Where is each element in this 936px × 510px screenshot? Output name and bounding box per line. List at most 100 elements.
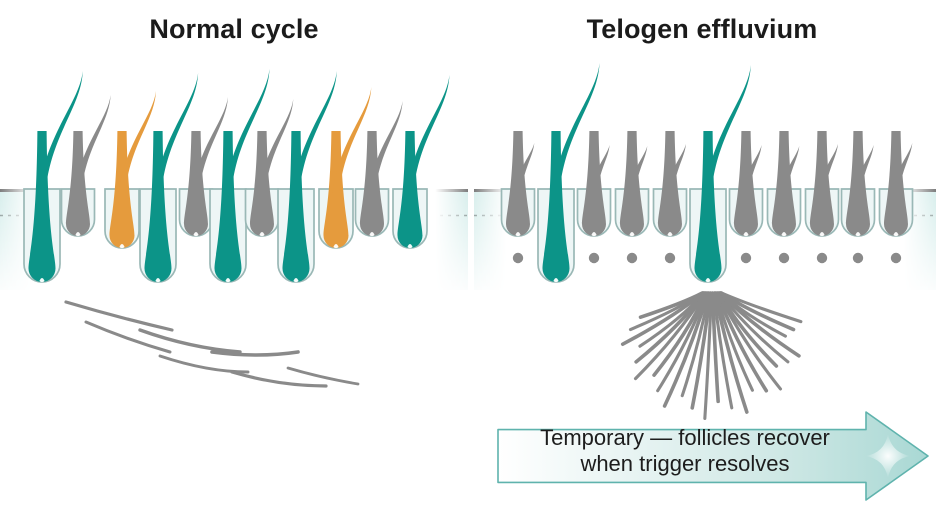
- shed-hair: [713, 291, 749, 414]
- dermal-papilla-notch: [629, 232, 635, 237]
- follicle: [689, 65, 751, 283]
- detached-dermal-papilla: [890, 252, 902, 264]
- hair-shaft: [628, 146, 648, 193]
- follicle: [60, 95, 111, 237]
- hair-root: [542, 131, 570, 282]
- dermal-papilla-notch: [407, 244, 413, 249]
- dermal-papilla-notch: [893, 232, 899, 237]
- shed-hair: [620, 291, 705, 346]
- hair-shaft: [224, 69, 270, 193]
- detached-dermal-papilla: [852, 252, 864, 264]
- follicle: [104, 91, 156, 249]
- dermal-papilla-notch: [259, 232, 265, 237]
- shed-hair: [716, 291, 779, 368]
- hair-shaft: [514, 143, 535, 193]
- dermal-papilla-notch: [553, 278, 559, 283]
- shed-hair: [714, 291, 754, 392]
- dermal-papilla-notch: [225, 278, 231, 283]
- follicle: [318, 87, 372, 249]
- follicle: [23, 71, 83, 283]
- hair-root: [282, 131, 310, 282]
- hair-shaft: [780, 146, 800, 193]
- dermal-papilla-notch: [119, 244, 125, 249]
- hair-root: [144, 131, 172, 282]
- dermal-papilla-notch: [369, 232, 375, 237]
- hair-shaft: [666, 144, 686, 193]
- shed-hair: [662, 291, 710, 408]
- shed-hair: [720, 291, 803, 324]
- shed-hair: [680, 291, 711, 398]
- hair-shaft: [892, 143, 913, 193]
- panel-title-normal-cycle: Normal cycle: [149, 14, 319, 44]
- follicle: [392, 75, 450, 249]
- dermal-papilla-notch: [515, 232, 521, 237]
- follicle: [804, 131, 840, 264]
- follicle: [766, 131, 802, 264]
- detached-dermal-papilla: [740, 252, 752, 264]
- hair-shaft: [332, 87, 372, 193]
- dermal-papilla-notch: [591, 232, 597, 237]
- follicle: [728, 131, 764, 264]
- follicle: [277, 71, 337, 283]
- detached-dermal-papilla: [664, 252, 676, 264]
- detached-dermal-papilla: [816, 252, 828, 264]
- follicle: [537, 63, 600, 283]
- hair-shaft: [552, 63, 600, 193]
- follicle: [878, 131, 914, 264]
- shed-hair: [210, 350, 300, 357]
- sparkle-icon: [866, 434, 910, 478]
- shed-hair: [286, 366, 360, 386]
- shed-hair: [230, 370, 328, 388]
- recovery-banner-arrow: [497, 411, 929, 501]
- follicle: [500, 131, 536, 264]
- hair-shaft: [590, 145, 610, 193]
- dermal-papilla-notch: [705, 278, 711, 283]
- follicle: [614, 131, 650, 264]
- hair-shaft: [38, 71, 83, 193]
- detached-dermal-papilla: [588, 252, 600, 264]
- follicle: [576, 131, 612, 264]
- follicle: [840, 131, 876, 264]
- hair-shaft: [192, 97, 228, 193]
- left-shed-hairs: [64, 300, 360, 388]
- hair-shaft: [258, 99, 294, 193]
- shed-hair: [64, 300, 174, 332]
- hair-shaft: [854, 145, 874, 193]
- shed-hair: [712, 291, 734, 410]
- right-shed-hairs: [620, 291, 803, 420]
- hair-shaft: [818, 144, 838, 193]
- follicle: [354, 101, 403, 237]
- hair-shaft: [368, 101, 403, 193]
- hair-root: [694, 131, 722, 282]
- hair-shaft: [292, 71, 337, 193]
- detached-dermal-papilla: [626, 252, 638, 264]
- follicle: [244, 99, 294, 237]
- shed-hair: [715, 291, 769, 393]
- dermal-papilla-notch: [743, 232, 749, 237]
- shed-hair: [690, 291, 713, 410]
- hair-shaft: [154, 73, 199, 193]
- follicle: [178, 97, 228, 237]
- shed-hair: [656, 291, 709, 393]
- shed-hair: [633, 291, 707, 381]
- shed-hair: [84, 320, 172, 354]
- shed-hair: [158, 354, 250, 374]
- dermal-papilla-notch: [855, 232, 861, 237]
- hair-root: [28, 131, 56, 282]
- dermal-papilla-notch: [819, 232, 825, 237]
- shed-hair: [138, 328, 242, 354]
- dermal-papilla-notch: [333, 244, 339, 249]
- hair-shaft: [118, 91, 156, 193]
- dermal-papilla-notch: [155, 278, 161, 283]
- hair-shaft: [704, 65, 751, 193]
- shed-hair: [703, 291, 713, 420]
- panel-title-telogen-effluvium: Telogen effluvium: [586, 14, 818, 44]
- hair-shaft: [742, 145, 762, 193]
- dermal-papilla-notch: [39, 278, 45, 283]
- follicle: [139, 73, 199, 283]
- right-follicle-group: [500, 63, 914, 283]
- dermal-papilla-notch: [75, 232, 81, 237]
- detached-dermal-papilla: [778, 252, 790, 264]
